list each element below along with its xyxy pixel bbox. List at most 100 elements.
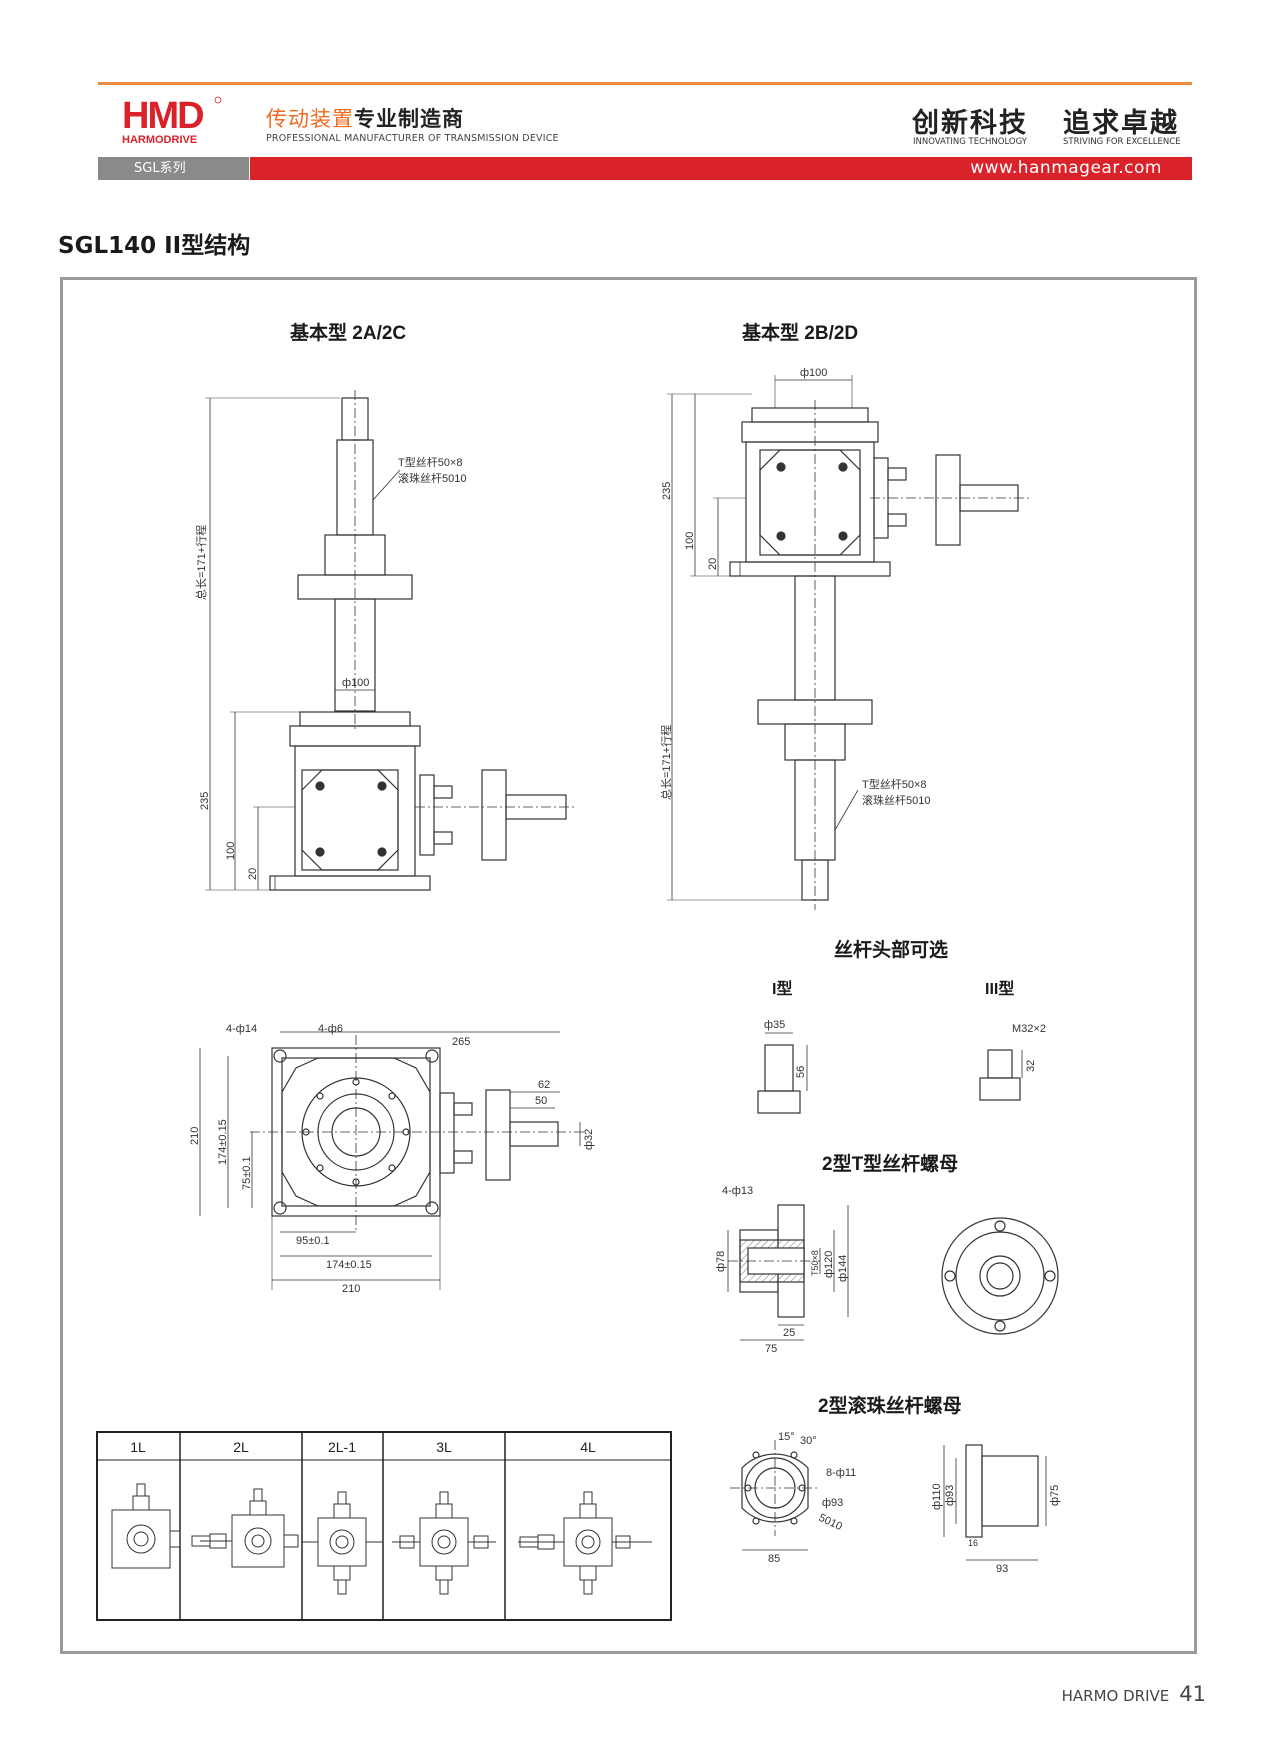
config-table-headers: 1L 2L 2L-1 3L 4L <box>130 1439 596 1455</box>
drawing-frame <box>60 277 1197 1654</box>
slogan-innovating: 创新科技 <box>912 108 1028 139</box>
dim-total-2a: 总长=171+行程 <box>194 525 208 600</box>
title-screw-head: 丝杆头部可选 <box>834 938 948 961</box>
dim-75-v: 75±0.1 <box>241 1156 253 1190</box>
drawing-ball-nut <box>730 1440 1047 1561</box>
dim-25-nut: 25 <box>783 1327 795 1339</box>
label-screw-t-2a: T型丝杆50×8 <box>398 455 463 469</box>
config-table <box>96 1431 672 1621</box>
dim-holes-14: 4-ф14 <box>226 1023 257 1035</box>
config-header-1l: 1L <box>130 1439 146 1455</box>
dim-t50: T50×8 <box>810 1250 820 1276</box>
dim-holes-6: 4-ф6 <box>318 1023 343 1035</box>
dim-d35: ф35 <box>764 1019 785 1031</box>
dims-2a: T型丝杆50×8 滚珠丝杆5010 ф100 总长=171+行程 235 100… <box>194 455 466 880</box>
title-basic-2a: 基本型 2A/2C <box>289 321 406 344</box>
dim-d120: ф120 <box>823 1251 835 1278</box>
config-3l-icon <box>392 1491 496 1595</box>
drawing-t-nut <box>727 1204 1059 1341</box>
dim-62: 62 <box>538 1079 550 1091</box>
dim-5010: 5010 <box>817 1512 844 1533</box>
drawing-screw-heads <box>757 1032 1023 1114</box>
hmd-logo: HMD HARMODRIVE <box>122 95 222 147</box>
config-2l-icon <box>191 1488 299 1568</box>
slogan-striving: 追求卓越 <box>1063 108 1179 139</box>
dim-30deg: 30° <box>800 1435 817 1447</box>
drawing-2b-2d <box>667 375 1030 910</box>
dim-50: 50 <box>535 1095 547 1107</box>
header-red-bar <box>250 157 1192 180</box>
dim-d93b: ф93 <box>944 1485 956 1506</box>
dims-top-view: 4-ф14 4-ф6 265 62 50 ф32 210 174±0.15 75… <box>189 1023 595 1295</box>
slogan-innovating-en: INNOVATING TECHNOLOGY <box>913 137 1027 147</box>
config-header-2l-1: 2L-1 <box>328 1439 356 1455</box>
brand-tagline-en: PROFESSIONAL MANUFACTURER OF TRANSMISSIO… <box>266 133 559 144</box>
header-top-line <box>98 82 1192 85</box>
dims-screw-heads: ф35 56 M32×2 32 <box>764 1019 1046 1078</box>
dim-20-2b: 20 <box>707 558 719 570</box>
brand-tagline-black: 专业制造商 <box>354 107 464 131</box>
dims-ball-nut: 15° 30° 8-ф11 ф93 5010 85 ф110 ф93 ф75 1… <box>768 1431 1061 1575</box>
dim-d93-ball: ф93 <box>822 1497 843 1509</box>
slogan-striving-en: STRIVING FOR EXCELLENCE <box>1063 137 1181 147</box>
brand-tagline: 传动装置专业制造商 <box>266 103 464 133</box>
dim-56: 56 <box>795 1066 807 1078</box>
dim-d100-2b: ф100 <box>800 367 827 379</box>
title-type-i: I型 <box>772 980 792 998</box>
dims-2b: ф100 235 100 20 总长=171+行程 T型丝杆50×8 滚珠丝杆5… <box>659 367 930 807</box>
config-header-2l: 2L <box>233 1439 249 1455</box>
drawing-top-view <box>199 1031 585 1290</box>
dim-holes-11: 8-ф11 <box>826 1467 856 1479</box>
dim-174-v: 174±0.15 <box>217 1119 229 1165</box>
label-screw-t-2b: T型丝杆50×8 <box>862 777 927 791</box>
dim-265: 265 <box>452 1036 470 1048</box>
label-screw-ball-2b: 滚珠丝杆5010 <box>862 793 930 807</box>
dim-95-h: 95±0.1 <box>296 1235 330 1247</box>
dim-85: 85 <box>768 1553 780 1565</box>
logo-mark: HMD <box>122 95 203 137</box>
brand-tagline-orange: 传动装置 <box>266 107 354 131</box>
footer: HARMO DRIVE 41 <box>1062 1682 1206 1706</box>
dim-235-2a: 235 <box>199 792 211 810</box>
logo-sub: HARMODRIVE <box>122 134 197 146</box>
dim-d32: ф32 <box>583 1129 595 1150</box>
drawing-2a-2c <box>205 390 575 891</box>
dim-210-h: 210 <box>342 1283 360 1295</box>
page-number: 41 <box>1179 1682 1206 1706</box>
title-basic-2b: 基本型 2B/2D <box>741 321 858 344</box>
dim-20-2a: 20 <box>247 868 259 880</box>
dim-210-v: 210 <box>189 1127 201 1145</box>
dim-235-2b: 235 <box>661 482 673 500</box>
dim-total-2b: 总长=171+行程 <box>659 725 673 800</box>
dim-holes-13: 4-ф13 <box>722 1185 753 1197</box>
dim-d144: ф144 <box>837 1255 849 1282</box>
dim-15deg: 15° <box>778 1431 795 1443</box>
dim-174-h: 174±0.15 <box>326 1259 372 1271</box>
dim-16: 16 <box>968 1538 978 1548</box>
dim-d78: ф78 <box>715 1251 727 1272</box>
dim-d110: ф110 <box>931 1483 943 1510</box>
website-link[interactable]: www.hanmagear.com <box>970 158 1162 178</box>
label-screw-ball-2a: 滚珠丝杆5010 <box>398 471 466 485</box>
config-header-3l: 3L <box>436 1439 452 1455</box>
dim-m32: M32×2 <box>1012 1023 1046 1035</box>
dim-100-2b: 100 <box>684 532 696 550</box>
config-2l-1-icon <box>302 1491 383 1595</box>
title-t-nut: 2型T型丝杆螺母 <box>822 1152 958 1175</box>
dim-d75: ф75 <box>1049 1485 1061 1506</box>
dim-93: 93 <box>996 1563 1008 1575</box>
page-title: SGL140 II型结构 <box>58 233 251 259</box>
dim-100-2a: 100 <box>225 842 237 860</box>
config-1l-icon <box>111 1483 181 1569</box>
title-ball-nut: 2型滚珠丝杆螺母 <box>818 1394 962 1417</box>
series-label: SGL系列 <box>98 157 249 180</box>
dims-t-nut: 4-ф13 ф78 T50×8 ф120 ф144 75 25 <box>715 1185 849 1355</box>
config-4l-icon <box>518 1491 652 1595</box>
dim-32: 32 <box>1025 1060 1037 1072</box>
footer-brand: HARMO DRIVE <box>1061 1687 1170 1705</box>
title-type-iii: III型 <box>985 980 1014 998</box>
dim-75-nut: 75 <box>765 1343 777 1355</box>
dim-d100-2a: ф100 <box>342 677 369 689</box>
config-header-4l: 4L <box>580 1439 596 1455</box>
